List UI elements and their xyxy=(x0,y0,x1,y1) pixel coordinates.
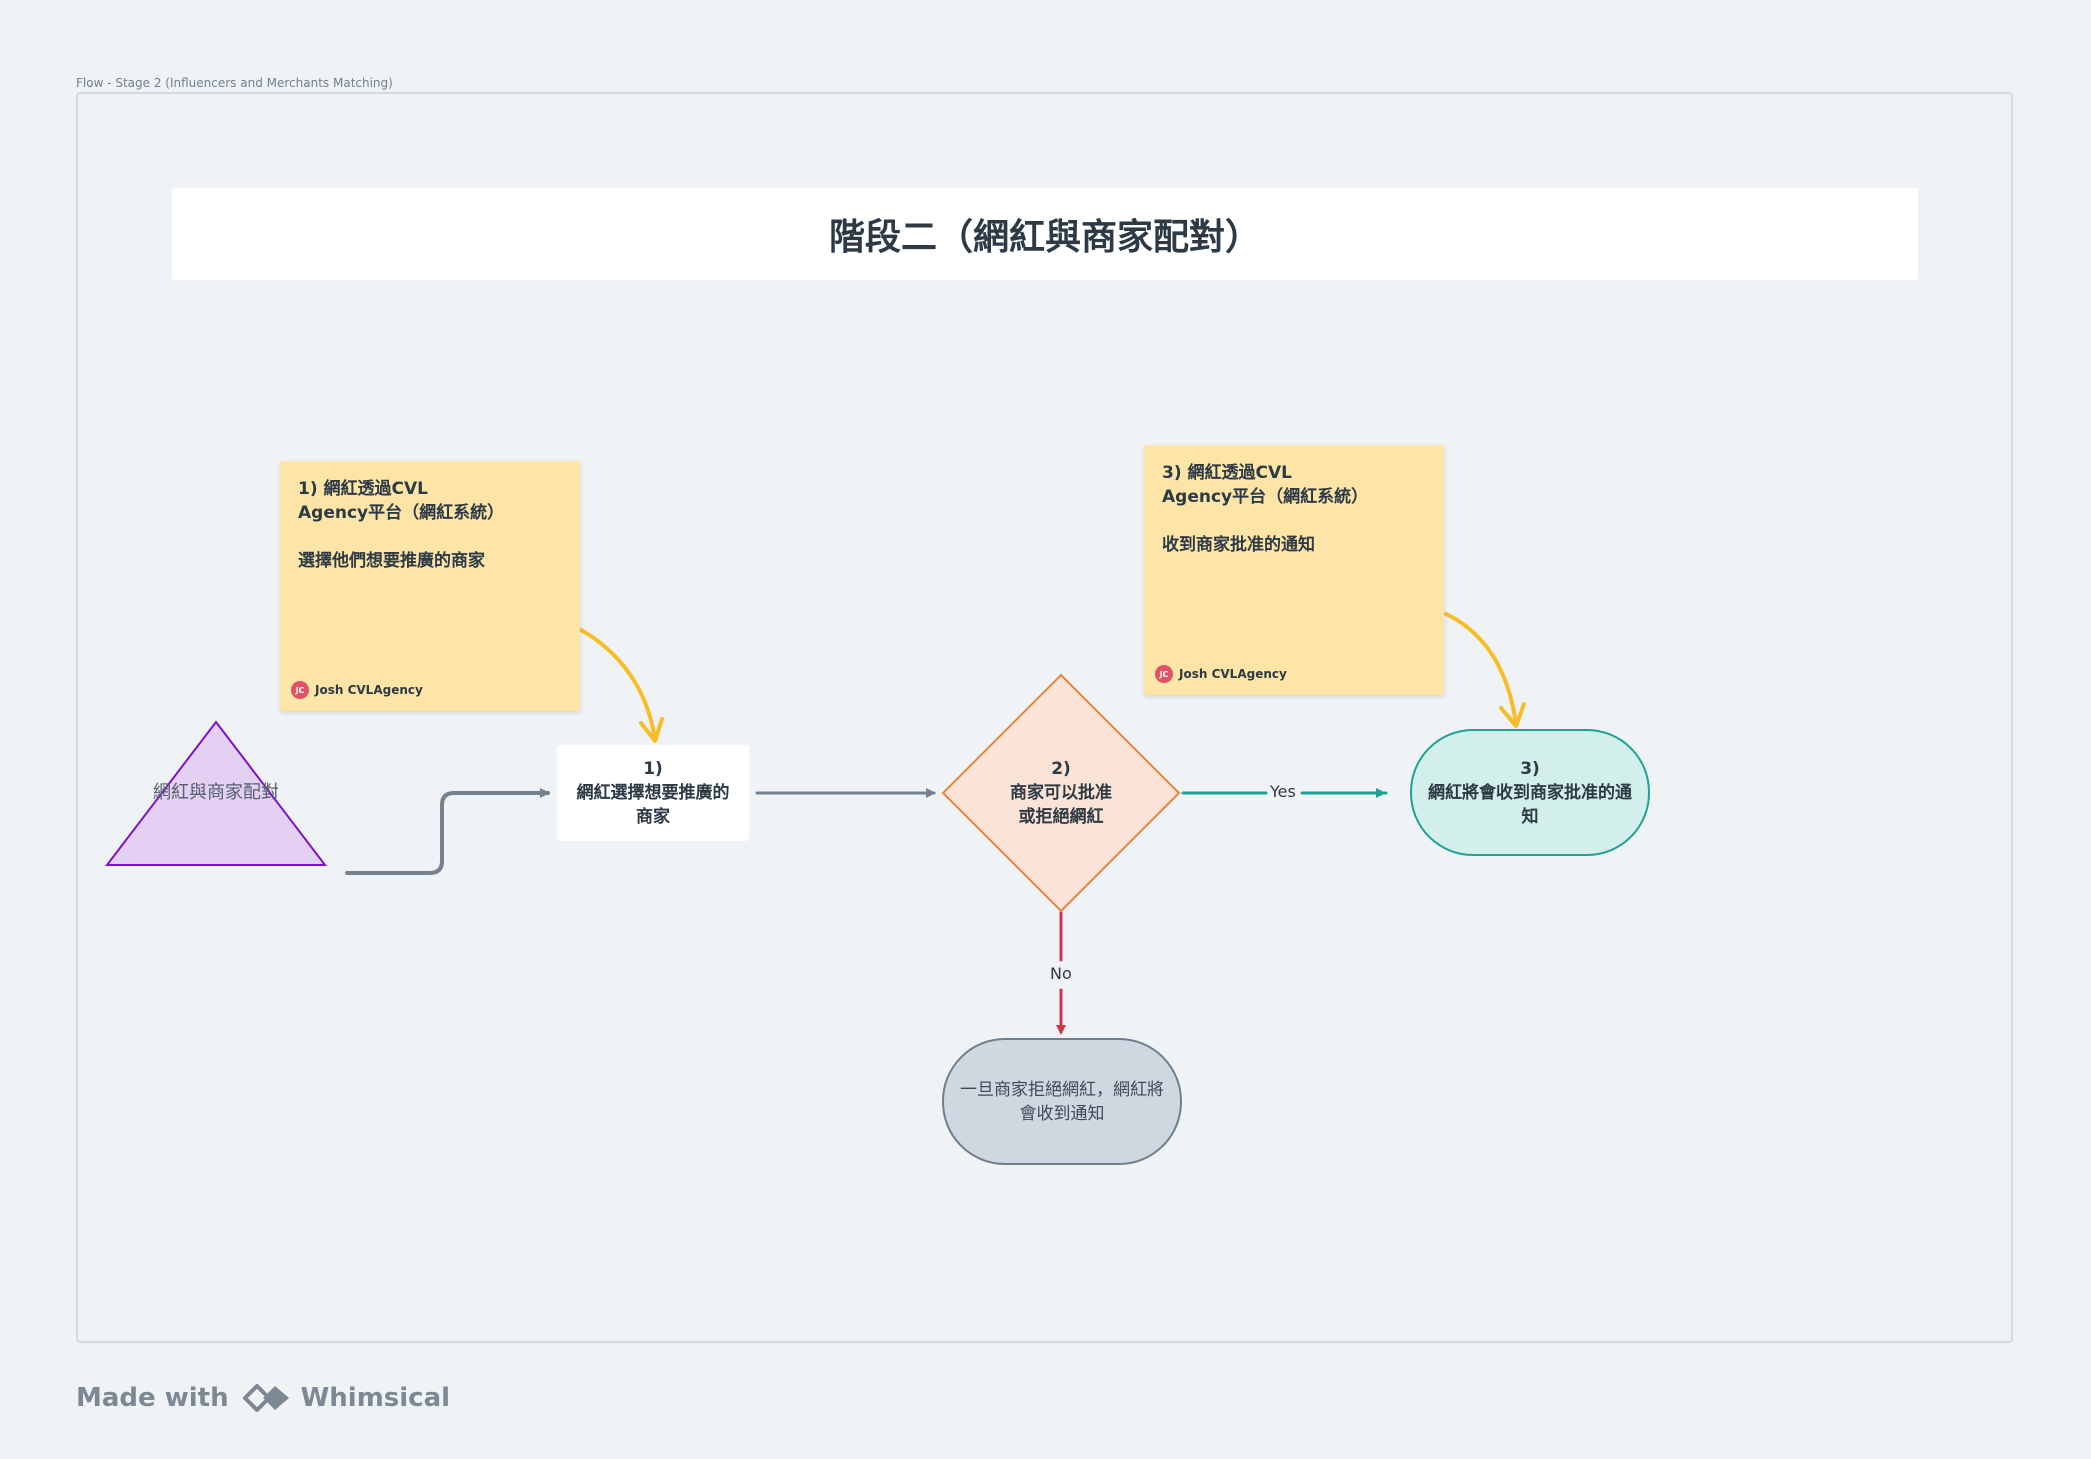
step1-line: 1) xyxy=(643,759,663,779)
sticky1-line xyxy=(298,525,562,549)
decision-line: 或拒絕網紅 xyxy=(1018,807,1104,827)
sticky1-arrow[interactable] xyxy=(579,628,657,742)
brand-name: Whimsical xyxy=(300,1383,451,1413)
sticky1-line: Agency平台（網紅系統） xyxy=(298,503,505,523)
sticky1-arrowhead xyxy=(639,717,664,743)
sticky3-arrow[interactable] xyxy=(1444,612,1518,727)
edge-no-label: No xyxy=(1048,964,1074,983)
sticky1-line: 選擇他們想要推廣的商家 xyxy=(298,551,485,571)
footer[interactable]: Made with Whimsical xyxy=(76,1380,450,1416)
avatar: JC xyxy=(291,681,309,699)
step1-box[interactable] xyxy=(557,745,749,841)
sticky3-line: 收到商家批准的通知 xyxy=(1162,535,1315,555)
approved-line: 知 xyxy=(1521,807,1539,827)
approved-line: 3) xyxy=(1520,759,1540,779)
made-with-text: Made with xyxy=(76,1383,229,1413)
sticky1-author: JC Josh CVLAgency xyxy=(291,681,423,699)
step1-line: 網紅選擇想要推廣的 xyxy=(576,783,730,803)
decision-label: 2) 商家可以批准 或拒絕網紅 xyxy=(971,745,1151,841)
page-title: 階段二（網紅與商家配對） xyxy=(828,217,1261,258)
start-triangle[interactable] xyxy=(104,720,328,866)
frame-label: Flow - Stage 2 (Influencers and Merchant… xyxy=(76,76,393,90)
board-frame[interactable] xyxy=(76,92,2013,1343)
title-card[interactable]: 階段二（網紅與商家配對） xyxy=(172,188,1918,280)
reject-line: 一旦商家拒絕網紅，網紅將 xyxy=(960,1080,1164,1100)
start-node-label-wrap: 網紅與商家配對 xyxy=(136,775,296,811)
sticky3-arrowhead xyxy=(1499,702,1526,728)
sticky3-author: JC Josh CVLAgency xyxy=(1155,665,1287,683)
decision-line: 2) xyxy=(1051,759,1071,779)
reject-terminal[interactable] xyxy=(942,1038,1182,1165)
decision-diamond[interactable] xyxy=(941,673,1181,913)
approved-terminal[interactable] xyxy=(1410,729,1650,856)
sticky3-line: 3) 網紅透過CVL xyxy=(1162,463,1292,483)
approved-line: 網紅將會收到商家批准的通 xyxy=(1428,783,1632,803)
sticky-note-1[interactable]: 1) 網紅透過CVL Agency平台（網紅系統） 選擇他們想要推廣的商家 JC… xyxy=(280,461,580,711)
whimsical-logo-icon xyxy=(242,1384,289,1412)
step1-line: 商家 xyxy=(636,807,670,827)
avatar: JC xyxy=(1155,665,1173,683)
sticky1-line: 1) 網紅透過CVL xyxy=(298,479,428,499)
approved-label: 3) 網紅將會收到商家批准的通 知 xyxy=(1416,745,1644,841)
edge-yes-label: Yes xyxy=(1268,782,1298,801)
sticky3-line xyxy=(1162,509,1426,533)
step1-label: 1) 網紅選擇想要推廣的 商家 xyxy=(557,745,749,841)
sticky-note-3[interactable]: 3) 網紅透過CVL Agency平台（網紅系統） 收到商家批准的通知 JC J… xyxy=(1144,445,1444,695)
sticky3-line: Agency平台（網紅系統） xyxy=(1162,487,1369,507)
start-node-label: 網紅與商家配對 xyxy=(153,782,279,803)
reject-line: 會收到通知 xyxy=(1019,1104,1105,1124)
decision-line: 商家可以批准 xyxy=(1010,783,1112,803)
author-name: Josh CVLAgency xyxy=(1179,667,1287,681)
author-name: Josh CVLAgency xyxy=(315,683,423,697)
reject-label: 一旦商家拒絕網紅，網紅將 會收到通知 xyxy=(948,1066,1176,1138)
edge-start-to-step1[interactable] xyxy=(345,788,550,875)
